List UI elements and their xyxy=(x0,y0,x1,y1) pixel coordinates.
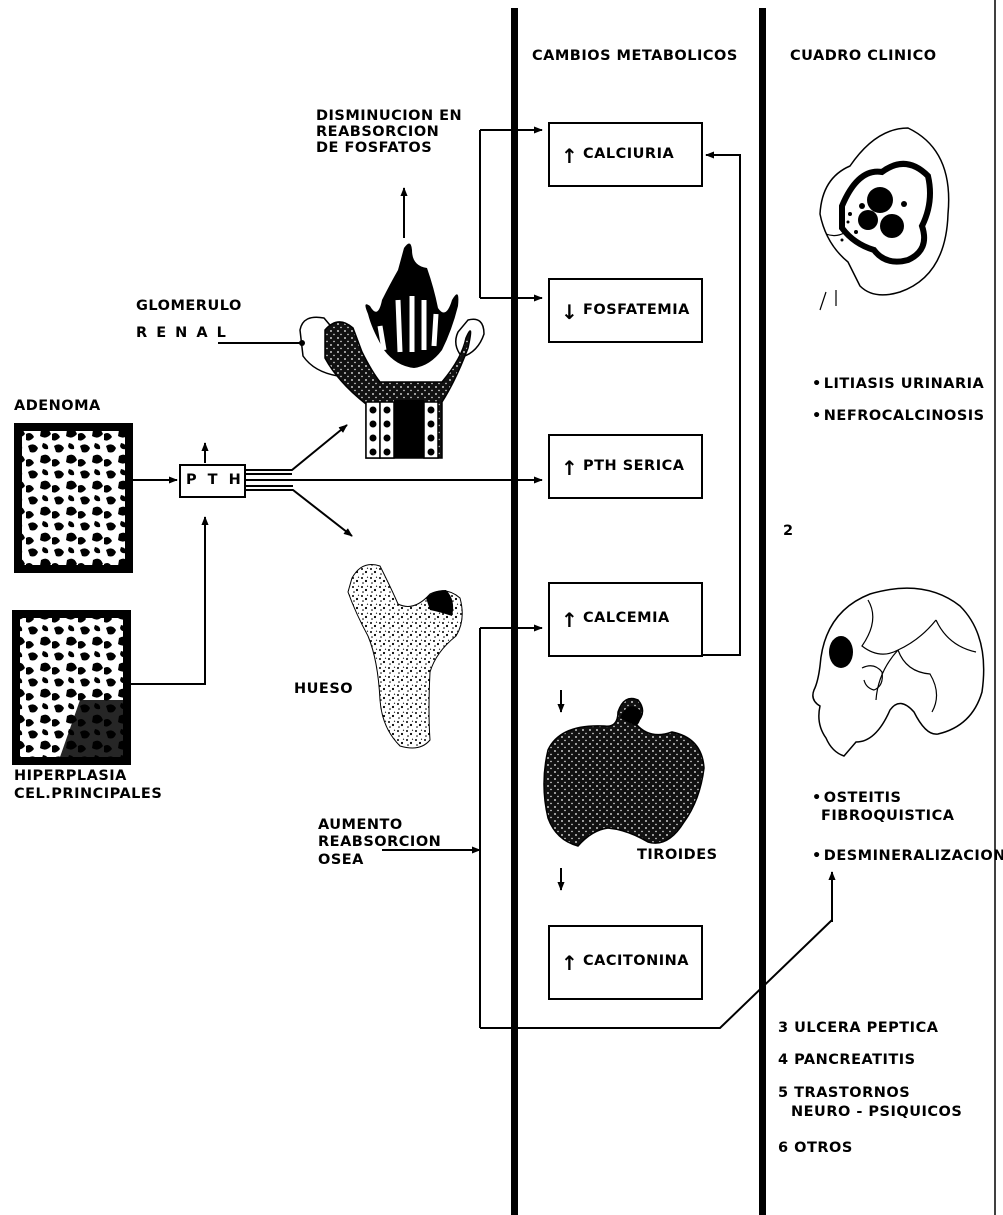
osteitis-item-line-1: OSTEITIS xyxy=(812,790,901,807)
metabolic-column-header: CAMBIOS METABOLICOS xyxy=(532,48,738,65)
increase-arrow-icon: ↑ xyxy=(561,608,578,632)
pth-serica-box: ↑ PTH SERICA xyxy=(548,434,703,499)
adenoma-label: ADENOMA xyxy=(14,398,101,415)
adenoma-tissue-image xyxy=(14,423,133,573)
nefrocalcinosis-item: NEFROCALCINOSIS xyxy=(812,408,985,425)
skull-image xyxy=(813,588,984,756)
increase-arrow-icon: ↑ xyxy=(561,951,578,975)
aumento-label-line-1: AUMENTO xyxy=(318,817,403,834)
disminucion-label-line-2: REABSORCION xyxy=(316,124,439,141)
disminucion-label-line-3: DE FOSFATOS xyxy=(316,140,432,157)
glomerulo-label-line-1: GLOMERULO xyxy=(136,298,242,315)
calciuria-box: ↑ CALCIURIA xyxy=(548,122,703,187)
increase-arrow-icon: ↑ xyxy=(561,456,578,480)
litiasis-item: LITIASIS URINARIA xyxy=(812,376,984,393)
glomerulo-renal-image xyxy=(300,243,484,458)
increase-arrow-icon: ↑ xyxy=(561,144,578,168)
hueso-bone-image xyxy=(348,565,462,749)
pth-to-glomerulo-arrow xyxy=(245,425,347,470)
pth-to-hueso-arrow xyxy=(245,490,352,536)
aumento-label-line-3: OSEA xyxy=(318,852,364,869)
calciuria-label: CALCIURIA xyxy=(583,146,674,162)
hyperplasia-tissue-image xyxy=(12,610,131,765)
item-5-line-2: NEURO - PSIQUICOS xyxy=(791,1104,962,1121)
item-4: 4 PANCREATITIS xyxy=(778,1052,916,1069)
cacitonina-label: CACITONINA xyxy=(583,953,689,969)
calcemia-box: ↑ CALCEMIA xyxy=(548,582,703,657)
clinical-column-header: CUADRO CLINICO xyxy=(790,48,937,65)
item-number-2: 2 xyxy=(783,523,794,540)
item-6: 6 OTROS xyxy=(778,1140,853,1157)
tiroides-label: TIROIDES xyxy=(637,847,718,864)
item-3: 3 ULCERA PEPTICA xyxy=(778,1020,938,1037)
fosfatemia-label: FOSFATEMIA xyxy=(583,302,690,318)
desmineralizacion-item: DESMINERALIZACION xyxy=(812,848,1003,865)
calcemia-to-calciuria-arrow xyxy=(703,155,740,655)
disminucion-label-line-1: DISMINUCION EN xyxy=(316,108,462,125)
cacitonina-box: ↑ CACITONINA xyxy=(548,925,703,1000)
fosfatemia-box: ↓ FOSFATEMIA xyxy=(548,278,703,343)
hyperplasia-label-line-1: HIPERPLASIA xyxy=(14,768,127,785)
calcemia-label: CALCEMIA xyxy=(583,610,670,626)
metabolic-column-left-divider xyxy=(511,8,518,1215)
hueso-label: HUESO xyxy=(294,681,353,698)
tiroides-image xyxy=(544,699,704,847)
kidney-image xyxy=(820,128,949,310)
metabolic-column-right-divider xyxy=(759,8,766,1215)
hyperplasia-label-line-2: CEL.PRINCIPALES xyxy=(14,786,162,803)
pth-label: P T H xyxy=(186,472,244,489)
aumento-label-line-2: REABSORCION xyxy=(318,834,441,851)
decrease-arrow-icon: ↓ xyxy=(561,300,578,324)
pth-serica-label: PTH SERICA xyxy=(583,458,684,474)
hyperplasia-to-pth-arrow xyxy=(131,517,205,684)
glomerulo-label-line-2: R E N A L xyxy=(136,325,228,342)
item-5-line-1: 5 TRASTORNOS xyxy=(778,1085,910,1102)
osteitis-item-line-2: FIBROQUISTICA xyxy=(821,808,954,825)
